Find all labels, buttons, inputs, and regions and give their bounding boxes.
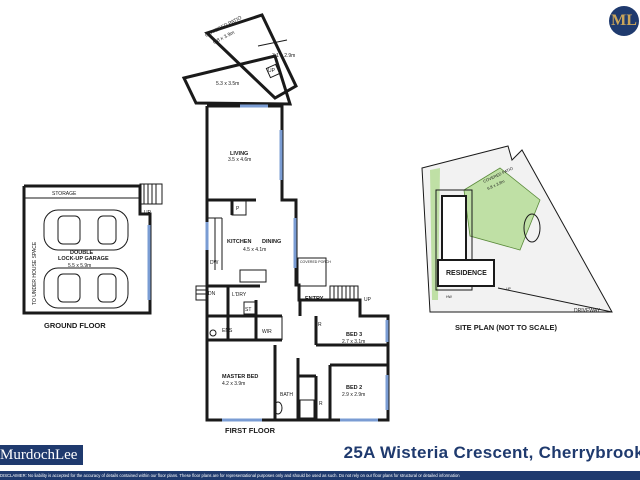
garage-label-2: LOCK-UP GARAGE: [58, 256, 109, 262]
bath-label: BATH: [280, 392, 293, 398]
master-bed-label: MASTER BED: [222, 374, 258, 380]
garage-up-label: UP: [144, 210, 152, 216]
deck-up-label: UP: [268, 68, 276, 74]
under-house-label: TO UNDER HOUSE SPACE: [32, 241, 38, 305]
living-label: LIVING: [230, 151, 248, 157]
bed2-label: BED 2: [346, 385, 362, 391]
kitchen-size: 4.5 x 4.1m: [243, 247, 266, 253]
kitchen-label: KITCHEN: [227, 239, 251, 245]
ground-floor-caption: GROUND FLOOR: [44, 321, 106, 330]
site-plan-caption: SITE PLAN (NOT TO SCALE): [455, 323, 557, 332]
entry-label: ENTRY: [305, 296, 324, 302]
dn-label: DN: [208, 291, 216, 297]
dw-label: DW: [210, 260, 219, 266]
first-floor-walls: [195, 104, 390, 422]
pantry-label: P: [236, 206, 240, 212]
site-hw-label: HW: [446, 295, 453, 299]
first-floor-windows: [205, 104, 389, 422]
disclaimer-text: DISCLAIMER: No liability is accepted for…: [0, 471, 640, 480]
brand-name: MurdochLee: [0, 445, 84, 465]
upper-deck-size: 5.3 x 3.5m: [216, 81, 239, 87]
garage-plan: STORAGE UP DOUBLE LOCK-UP GARAGE 5.5 x 5…: [22, 183, 163, 330]
covered-patio-structure: COVERED PATIO 6.8 x 3.9m 3.1 x 2.9m UP 5…: [181, 13, 298, 106]
robe-label-2: R: [319, 401, 323, 407]
ensuite-label: ENS: [222, 328, 233, 334]
brand-logo-badge: ML: [609, 6, 639, 36]
robe-label-1: R: [318, 322, 322, 328]
covered-porch-label: COVERED PORCH: [300, 260, 331, 264]
entry-up-label: UP: [364, 297, 372, 303]
bed2-size: 2.9 x 2.9m: [342, 392, 365, 398]
wir-label: WIR: [262, 329, 272, 335]
first-floor-caption: FIRST FLOOR: [225, 426, 276, 435]
bed3-size: 2.7 x 3.1m: [342, 339, 365, 345]
deck-size: 3.1 x 2.9m: [272, 53, 295, 59]
garage-label: DOUBLE: [70, 250, 94, 256]
driveway-label: DRIVEWAY: [574, 308, 601, 314]
first-floor-labels: LIVING 3.5 x 4.6m P KITCHEN DINING 4.5 x…: [208, 151, 372, 435]
living-size: 3.5 x 4.6m: [228, 157, 251, 163]
bed3-label: BED 3: [346, 332, 362, 338]
site-up-label: UP: [506, 287, 512, 291]
residence-label: RESIDENCE: [446, 270, 487, 277]
property-address: 25A Wisteria Crescent, Cherrybrook: [343, 443, 640, 462]
store-label: ST: [245, 307, 251, 313]
dining-label: DINING: [262, 239, 281, 245]
site-plan: RESIDENCE COVERED PATIO 6.8 x 3.9m HW UP…: [421, 145, 613, 332]
master-bed-size: 4.2 x 3.9m: [222, 381, 245, 387]
laundry-label: L'DRY: [232, 292, 247, 298]
storage-label: STORAGE: [52, 191, 77, 197]
garage-size: 5.5 x 5.9m: [68, 263, 91, 269]
